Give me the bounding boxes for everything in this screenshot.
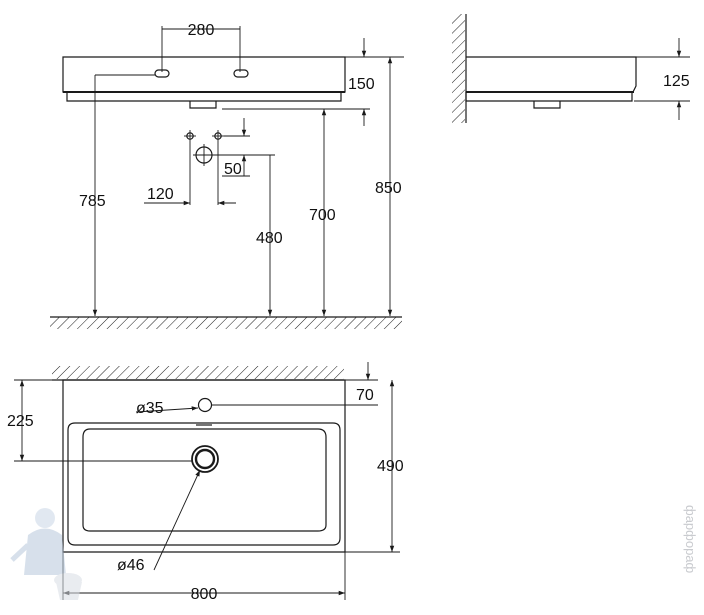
basin-bowl — [82, 428, 327, 532]
side-view: 125 — [452, 14, 690, 123]
dim-overall-height: 850 — [375, 180, 402, 197]
dim-supply-spacing: 120 — [147, 186, 174, 203]
drain-outlet-side — [533, 101, 561, 109]
basin-front-outline — [62, 56, 346, 93]
dim-rim-to-floor: 700 — [309, 207, 336, 224]
dim-drain-offset: 50 — [224, 161, 242, 178]
basin-side-outline — [466, 56, 637, 93]
basin-top-outline — [62, 379, 346, 553]
dim-overflow-hole: ø35 — [136, 400, 164, 417]
wall-hatching — [452, 14, 465, 123]
watermark-text: фарфораф — [683, 505, 698, 574]
dim-depth: 490 — [377, 458, 404, 475]
drain-outlet-front — [189, 101, 217, 109]
dim-drain-height: 480 — [256, 230, 283, 247]
basin-side-plinth — [465, 92, 633, 102]
basin-base-plinth — [66, 92, 342, 102]
top-wall-hatching — [52, 366, 344, 379]
top-view: ø35 70 225 490 ø46 800 — [7, 362, 404, 603]
dim-drain-diameter: ø46 — [117, 557, 145, 574]
dim-drain-to-back: 225 — [7, 413, 34, 430]
dim-faucet-spacing: 280 — [188, 22, 215, 39]
drain-pipe-icon — [193, 144, 215, 166]
overflow-hole-icon — [197, 397, 213, 413]
basin-outer-rim — [67, 422, 341, 546]
front-view: 280 150 120 — [50, 22, 404, 329]
dim-basin-height: 150 — [348, 76, 375, 93]
dim-width: 800 — [191, 586, 218, 603]
dim-overflow-offset: 70 — [356, 387, 374, 404]
supply-fitting-left-icon — [184, 130, 196, 142]
drain-icon — [191, 445, 219, 473]
plumber-logo — [10, 508, 82, 600]
tap-hole-right — [233, 69, 249, 78]
dim-valve-height: 785 — [79, 193, 106, 210]
dim-side-height: 125 — [663, 73, 690, 90]
supply-fitting-right-icon — [212, 130, 224, 142]
floor-hatching — [50, 317, 402, 329]
